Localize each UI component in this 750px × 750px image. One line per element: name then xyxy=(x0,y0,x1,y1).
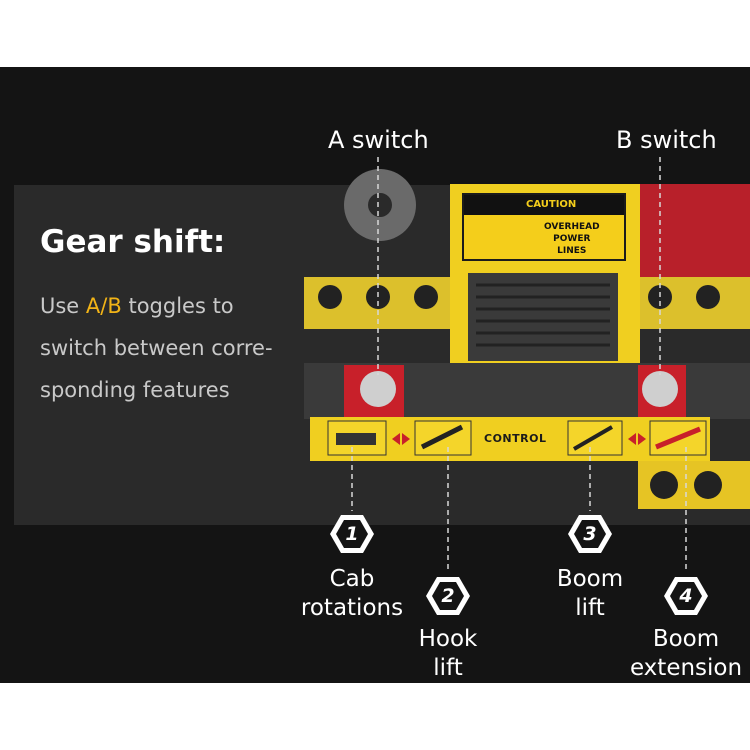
feature-badge-4: 4 xyxy=(679,585,693,607)
red-beam xyxy=(640,184,750,280)
control-label: CONTROL xyxy=(484,432,547,445)
beam-holes xyxy=(318,285,720,309)
leader-lines xyxy=(351,157,687,573)
description: Use A/B toggles to switch between corre-… xyxy=(40,294,273,402)
switch-a-knob[interactable] xyxy=(360,371,396,407)
gear-icon xyxy=(344,169,416,241)
badge-inner-hexagons xyxy=(336,520,702,610)
switch-a-label: A switch xyxy=(328,126,429,154)
feature-pictograms xyxy=(327,420,707,456)
switch-b-label: B switch xyxy=(616,126,717,154)
page-title: Gear shift: xyxy=(40,224,226,260)
grille-slats xyxy=(476,283,610,347)
feature-badge-3: 3 xyxy=(583,523,597,545)
feature-badge-2: 2 xyxy=(441,585,455,607)
caution-text: OVERHEAD POWER LINES xyxy=(544,222,600,256)
feature-badge-1: 1 xyxy=(345,523,359,545)
caution-sticker: CAUTION OVERHEAD POWER LINES xyxy=(462,193,626,261)
feature-panel: CAUTION OVERHEAD POWER LINES CONTROL Gea… xyxy=(0,67,750,683)
ab-highlight: A/B xyxy=(85,294,122,318)
switch-b-knob[interactable] xyxy=(642,371,678,407)
caution-title: CAUTION xyxy=(464,195,624,215)
